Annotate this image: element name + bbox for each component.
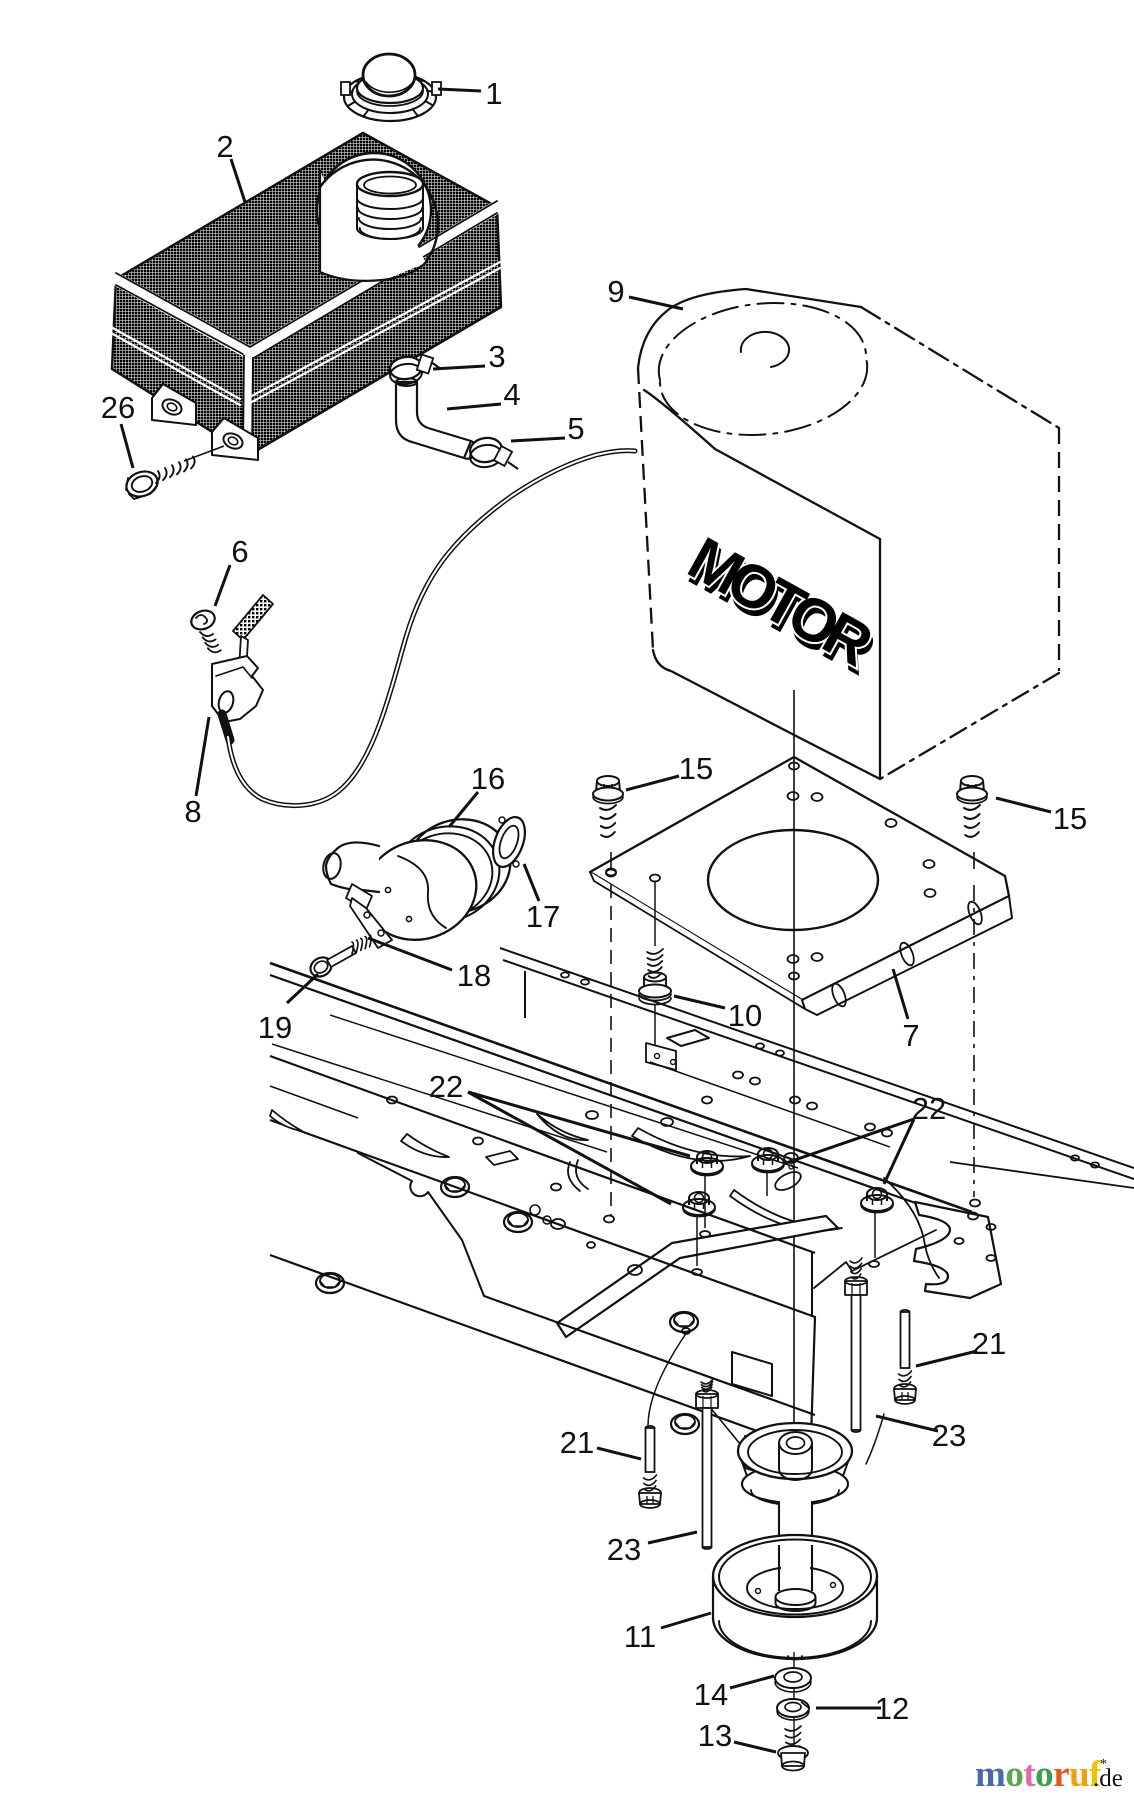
svg-text:22: 22 [912, 1091, 946, 1126]
svg-text:1: 1 [485, 76, 502, 111]
svg-text:18: 18 [457, 958, 491, 993]
svg-text:26: 26 [101, 390, 135, 425]
svg-text:*: * [1100, 1757, 1107, 1772]
svg-text:3: 3 [488, 339, 505, 374]
svg-text:7: 7 [902, 1018, 919, 1053]
svg-text:16: 16 [471, 761, 505, 796]
svg-text:13: 13 [698, 1718, 732, 1753]
svg-text:17: 17 [526, 899, 560, 934]
svg-text:10: 10 [728, 998, 762, 1033]
svg-text:15: 15 [1053, 801, 1087, 836]
svg-text:22: 22 [429, 1069, 463, 1104]
svg-text:motoruf: motoruf [975, 1754, 1102, 1795]
svg-text:12: 12 [875, 1691, 909, 1726]
svg-text:9: 9 [607, 274, 624, 309]
svg-text:5: 5 [567, 411, 584, 446]
svg-text:8: 8 [184, 794, 201, 829]
svg-text:6: 6 [231, 534, 248, 569]
svg-text:.de: .de [1093, 1765, 1123, 1792]
svg-text:21: 21 [560, 1425, 594, 1460]
svg-text:14: 14 [694, 1677, 728, 1712]
svg-text:23: 23 [932, 1418, 966, 1453]
svg-text:19: 19 [258, 1010, 292, 1045]
svg-text:2: 2 [216, 129, 233, 164]
svg-text:4: 4 [503, 377, 520, 412]
svg-text:23: 23 [607, 1532, 641, 1567]
svg-text:11: 11 [624, 1619, 656, 1654]
svg-text:21: 21 [972, 1326, 1006, 1361]
svg-text:15: 15 [679, 751, 713, 786]
